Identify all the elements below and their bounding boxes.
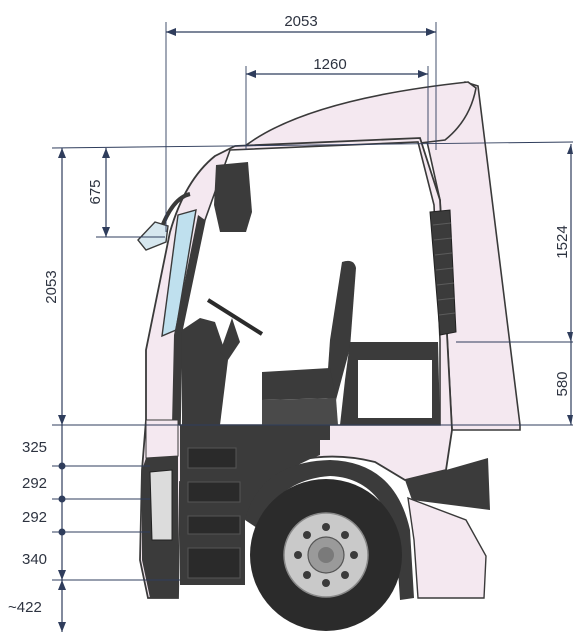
label-step-1: 325 [22,439,47,456]
label-rear-upper-height: 1524 [554,225,571,258]
side-mirror [137,221,169,251]
rear-vent-slats [432,222,456,316]
dashboard [182,318,228,425]
step-treads [187,447,241,579]
seat-backrest [326,260,356,400]
rear-mudflap [407,496,487,599]
label-ground-clearance: ~422 [8,599,42,616]
rear-storage-box-face [358,360,432,418]
wheel-nuts [294,523,358,587]
steering-wheel [206,298,264,336]
chassis-rear [405,458,490,510]
label-overall-height: 2053 [43,270,60,303]
dimension-lines: 2053 1260 2053 675 1524 580 [8,13,573,632]
hub-cap [318,547,334,563]
cab-drawing [137,81,521,631]
label-windscreen-height: 675 [87,179,104,204]
rear-vent [429,209,457,336]
label-rear-lower-height: 580 [554,371,571,396]
a-pillar [172,215,205,425]
front-grille-edge [145,419,179,459]
headlamp [149,469,173,541]
seat-base [262,398,338,425]
seat-cushion [262,368,336,400]
cab-floor [180,425,330,440]
label-interior-length: 1260 [313,56,346,73]
cab-roof-spoiler [237,81,477,151]
label-step-3: 292 [22,509,47,526]
windscreen-glass [161,209,197,338]
label-step-4: 340 [22,551,47,568]
label-step-2: 292 [22,475,47,492]
steering-column [220,318,240,360]
label-overall-length: 2053 [284,13,317,30]
b-pillar-housing [214,162,252,232]
